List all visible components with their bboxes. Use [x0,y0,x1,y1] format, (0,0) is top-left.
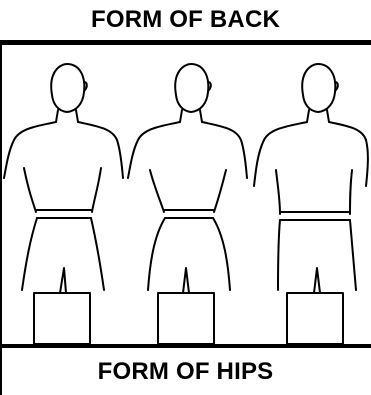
right-side [350,170,352,214]
right-leg [350,220,356,290]
head [175,64,208,112]
left-side [24,168,36,212]
left-leg [148,218,165,290]
waistband [280,212,350,220]
left-side [276,170,280,214]
left-leg [278,220,280,290]
inseam [183,268,189,293]
left-side [150,170,164,212]
right-leg [213,218,230,290]
waistband [164,210,214,218]
right-leg [91,218,104,290]
waistband [36,210,92,218]
inseam [314,268,320,293]
inseam [60,268,66,293]
figure-hollow-back [128,64,247,344]
block [34,293,90,344]
figure-flat-back [254,64,368,344]
right-side [92,168,101,212]
block [158,293,214,344]
header: FORM OF BACK [0,0,371,40]
footer-title: FORM OF HIPS [98,358,274,386]
right-side [214,170,226,212]
head [302,64,335,112]
left-leg [22,218,37,290]
footer: FORM OF HIPS [0,348,371,395]
figure-drawing [0,45,371,344]
figure-straight-back [4,64,123,344]
shoulders-torso [4,122,123,178]
figure-row [0,45,371,344]
page-title: FORM OF BACK [91,6,280,34]
block [287,293,343,344]
shoulders-torso [128,122,247,178]
head [51,64,84,112]
